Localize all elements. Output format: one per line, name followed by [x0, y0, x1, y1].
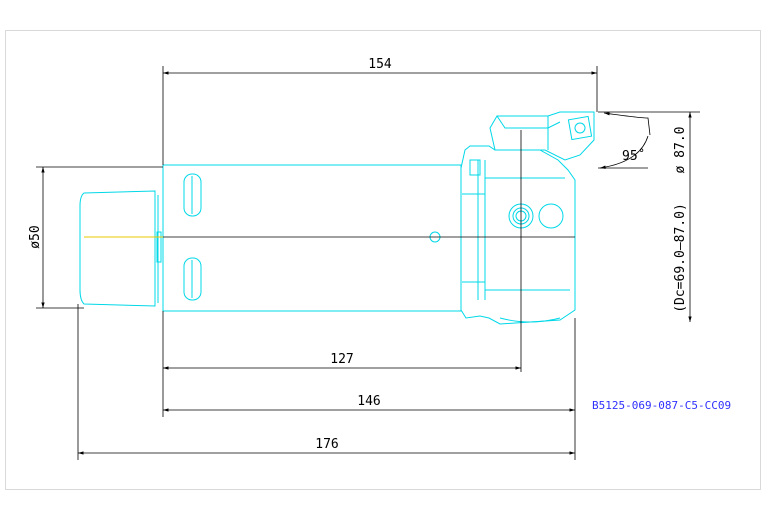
dim-body-length: 146: [357, 394, 380, 409]
centerlines: [84, 130, 575, 372]
extension-lines: [36, 66, 700, 460]
cutter-head: [460, 111, 595, 325]
dim-shank-to-edge: 127: [330, 352, 353, 367]
shank-adapter: [79, 190, 162, 307]
drawing-frame: [5, 30, 761, 490]
main-body: [162, 164, 462, 312]
dim-dc-range: (Dc=69.0–87.0): [673, 203, 688, 313]
tool-outline: [79, 111, 595, 325]
dim-shank-diameter: ø50: [28, 225, 43, 248]
dim-approach-angle: 95˚: [622, 148, 645, 164]
dimension-lines: [41, 71, 692, 455]
dim-total-length: 176: [315, 437, 338, 452]
dim-overall-length: 154: [368, 57, 392, 72]
part-code: B5125-069-087-C5-CC09: [592, 399, 731, 412]
dim-cutting-diameter: ø 87.0: [673, 127, 688, 174]
dimension-labels: 154 127 146 176 ø50 ø 87.0 (Dc=69.0–87.0…: [28, 57, 688, 452]
